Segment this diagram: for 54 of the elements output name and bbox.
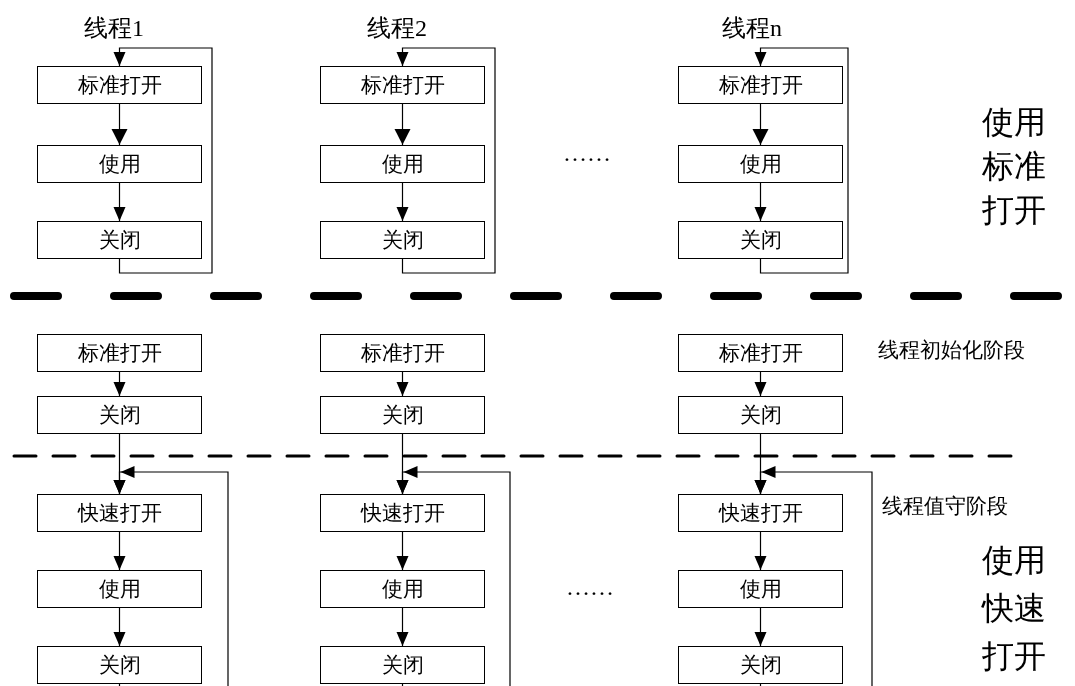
process-box: 标准打开 <box>37 334 202 372</box>
process-box: 关闭 <box>320 396 485 434</box>
arrow <box>396 47 496 274</box>
arrow <box>113 607 126 647</box>
process-box: 使用 <box>37 145 202 183</box>
arrow <box>396 182 409 222</box>
thread-label: 线程1 <box>84 14 144 43</box>
arrow <box>754 182 767 222</box>
thread-label: 线程n <box>722 14 782 43</box>
process-box: 使用 <box>37 570 202 608</box>
thread-label: 线程2 <box>367 14 427 43</box>
process-box: 使用 <box>320 570 485 608</box>
process-box: 标准打开 <box>678 66 843 104</box>
arrow <box>396 371 409 397</box>
arrow <box>394 103 411 146</box>
phase-label: 线程初始化阶段 <box>878 337 1025 364</box>
process-box: 标准打开 <box>678 334 843 372</box>
arrow <box>754 371 767 397</box>
process-box: 标准打开 <box>320 66 485 104</box>
process-box: 关闭 <box>320 221 485 259</box>
process-box: 标准打开 <box>320 334 485 372</box>
arrow <box>754 607 767 647</box>
arrow <box>113 371 126 397</box>
process-box: 快速打开 <box>37 494 202 532</box>
process-box: 关闭 <box>678 221 843 259</box>
process-box: 使用 <box>678 145 843 183</box>
process-box: 快速打开 <box>320 494 485 532</box>
process-box: 关闭 <box>37 396 202 434</box>
arrow <box>754 531 767 571</box>
process-box: 关闭 <box>678 396 843 434</box>
section-label: 使用标准打开 <box>982 103 1047 230</box>
ellipsis-mark: …… <box>563 140 611 167</box>
arrow <box>111 103 128 146</box>
arrow <box>396 531 409 571</box>
process-box: 关闭 <box>37 646 202 684</box>
process-box: 标准打开 <box>37 66 202 104</box>
section-label: 使用快速打开 <box>982 541 1047 676</box>
arrow <box>754 47 849 274</box>
process-box: 关闭 <box>678 646 843 684</box>
connector-line <box>759 683 762 686</box>
process-box: 使用 <box>320 145 485 183</box>
process-box: 快速打开 <box>678 494 843 532</box>
arrow <box>752 103 769 146</box>
arrow <box>396 607 409 647</box>
phase-label: 线程值守阶段 <box>882 493 1008 520</box>
arrow <box>113 47 213 274</box>
arrow <box>113 182 126 222</box>
ellipsis-mark: …… <box>566 574 614 601</box>
connector-line <box>118 683 121 686</box>
process-box: 使用 <box>678 570 843 608</box>
arrow <box>113 531 126 571</box>
connector-line <box>401 683 404 686</box>
process-box: 关闭 <box>37 221 202 259</box>
process-box: 关闭 <box>320 646 485 684</box>
